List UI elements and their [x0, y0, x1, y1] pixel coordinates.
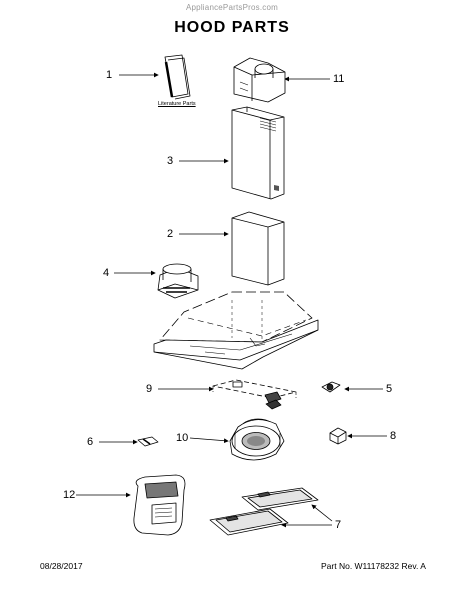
leader-7b: [311, 504, 333, 522]
callout-12[interactable]: 12: [63, 489, 76, 501]
callout-7[interactable]: 7: [335, 519, 342, 531]
parts-bag: [133, 474, 186, 536]
leader-10: [189, 437, 229, 444]
wire-connector: [137, 436, 159, 447]
hood-canopy: [153, 291, 319, 370]
callout-3[interactable]: 3: [167, 155, 174, 167]
footer-part-number: Part No. W11178232 Rev. A: [321, 561, 426, 571]
callout-9[interactable]: 9: [146, 383, 153, 395]
callout-1[interactable]: 1: [106, 69, 113, 81]
callout-5[interactable]: 5: [386, 383, 393, 395]
diagram-title: HOOD PARTS: [174, 19, 290, 36]
control-panel: [212, 379, 297, 404]
switch-knob: [321, 381, 341, 393]
literature-parts-label: Literature Parts: [158, 101, 196, 107]
duct-transition-part: [233, 57, 286, 103]
callout-2[interactable]: 2: [167, 228, 174, 240]
site-watermark: AppliancePartsPros.com: [186, 3, 278, 12]
callout-6[interactable]: 6: [87, 436, 94, 448]
lower-chimney: [231, 211, 285, 286]
callout-10[interactable]: 10: [176, 432, 189, 444]
callout-11[interactable]: 11: [333, 73, 345, 85]
leader-lines: [76, 72, 387, 528]
literature-booklet: [164, 54, 191, 100]
callout-8[interactable]: 8: [390, 430, 397, 442]
upper-chimney: [231, 106, 285, 200]
footer-date: 08/28/2017: [40, 561, 83, 571]
blower-bracket: [157, 263, 199, 299]
grease-filters: [209, 487, 319, 536]
callout-4[interactable]: 4: [103, 267, 110, 279]
light-module: [329, 427, 347, 445]
blower-wheel: [229, 399, 285, 461]
